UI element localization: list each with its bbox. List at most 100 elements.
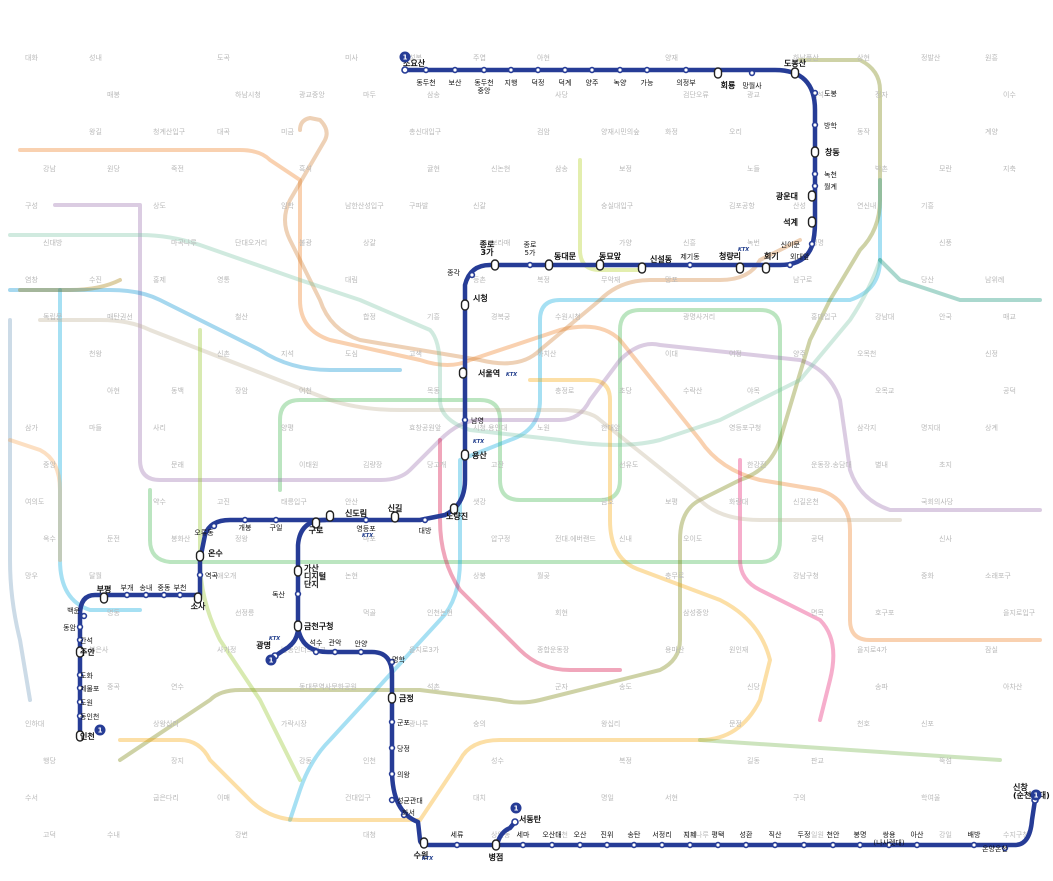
station-dongdaemun[interactable]: 동대문 (544, 251, 577, 271)
station-asan[interactable]: 아산 (911, 830, 924, 849)
station-mangwolsa[interactable]: 망월사 (742, 69, 762, 90)
station-guil[interactable]: 구일 (270, 516, 283, 532)
station-baebang[interactable]: 배방 (968, 830, 981, 849)
station-banghak[interactable]: 방학 (811, 121, 838, 130)
station-hwaseo[interactable]: 화서 (400, 808, 415, 819)
station-cheongnyangni[interactable]: 청량리 (719, 251, 745, 274)
station-seoulstn[interactable]: 서울역 (458, 367, 501, 379)
station-deokjeong[interactable]: 덕정 (532, 66, 545, 87)
station-ganeung[interactable]: 가능 (641, 66, 654, 87)
station-sindorim[interactable]: 신도림 (325, 508, 368, 522)
station-jemulpo[interactable]: 제물포 (76, 684, 100, 693)
station-yeongdeungpo[interactable]: 영등포 (356, 516, 376, 533)
station-dohwa[interactable]: 도화 (76, 671, 94, 680)
station-deokgye[interactable]: 덕계 (559, 66, 572, 87)
station-pyeongtaek[interactable]: 평택 (712, 830, 725, 849)
station-cityhall[interactable]: 시청 (460, 293, 488, 311)
station-jinwi[interactable]: 진위 (601, 830, 614, 849)
background-station-label: 신흥 (683, 238, 696, 247)
background-station-label: 학여울 (921, 793, 941, 802)
station-dangjeong[interactable]: 당정 (388, 744, 410, 753)
station-namyeong[interactable]: 남영 (461, 416, 484, 425)
station-jonggak[interactable]: 종각 (447, 269, 476, 279)
station-bupyeong[interactable]: 부평 (97, 584, 112, 604)
station-jegidong[interactable]: 제기동 (680, 252, 700, 269)
station-seojeongni[interactable]: 서정리 (652, 830, 672, 849)
station-bucheon[interactable]: 부천 (174, 583, 187, 599)
station-oryudong[interactable]: 오류동 (194, 522, 218, 537)
station-nogyang[interactable]: 녹양 (614, 66, 627, 87)
station-gaebong[interactable]: 개봉 (239, 516, 252, 532)
station-cheonan[interactable]: 천안 (827, 830, 840, 849)
station-wolgye[interactable]: 월계 (811, 182, 837, 191)
station-sema[interactable]: 세마 (517, 830, 530, 849)
station-yongsan[interactable]: 용산 (460, 449, 488, 461)
station-jije[interactable]: 지제 (684, 830, 697, 849)
station-bongmyeong[interactable]: 봉명 (854, 830, 867, 849)
station-seoksu[interactable]: 석수 (310, 638, 323, 656)
station-label: 명학 (392, 655, 405, 664)
station-uiwang[interactable]: 의왕 (388, 770, 411, 779)
station-daebang[interactable]: 대방 (419, 516, 432, 535)
station-juan[interactable]: 주안 (75, 646, 96, 658)
station-ganseok[interactable]: 간석 (76, 636, 93, 645)
station-baegun[interactable]: 백운 (67, 606, 88, 620)
station-dobongsan[interactable]: 도봉산 (784, 58, 807, 79)
station-sinimun[interactable]: 신이문 (781, 240, 816, 249)
station-songnae[interactable]: 송내 (140, 583, 153, 599)
station-seokgye[interactable]: 석계 (783, 216, 817, 228)
station-soyosan[interactable]: 소요산 (401, 58, 426, 74)
station-myeonghak[interactable]: 명학 (388, 655, 406, 666)
station-bugae[interactable]: 부개 (121, 583, 134, 599)
station-oedae[interactable]: 외대앞 (786, 252, 810, 269)
station-noryangjin[interactable]: 노량진 (446, 503, 468, 521)
station-anyang[interactable]: 안양 (355, 639, 368, 656)
station-onsu[interactable]: 온수 (195, 549, 224, 562)
station-seryu[interactable]: 세류 (451, 830, 464, 849)
station-suwon[interactable]: 수원 (414, 837, 429, 860)
station-jihaeng[interactable]: 지행 (505, 66, 518, 87)
station-onyang[interactable]: 온양온천 (982, 844, 1009, 853)
station-geumjeong[interactable]: 금정 (387, 692, 414, 704)
station-seonghwan[interactable]: 성환 (740, 830, 753, 849)
station-singil[interactable]: 신길 (388, 503, 403, 523)
station-changdong[interactable]: 창동 (810, 146, 841, 158)
station-yangju[interactable]: 양주 (586, 66, 599, 87)
station-hoegi[interactable]: 회기 (761, 251, 779, 274)
station-yeokgok[interactable]: 역곡 (196, 571, 219, 580)
station-songtan[interactable]: 송탄 (628, 830, 641, 849)
station-seodongtan[interactable]: 서동탄 (511, 814, 542, 826)
station-dongmyo[interactable]: 동묘앞 (595, 251, 622, 271)
station-guro[interactable]: 구로 (309, 517, 324, 535)
station-dujeong[interactable]: 두정 (798, 830, 811, 849)
station-jiksan[interactable]: 직산 (769, 830, 782, 849)
station-bosan[interactable]: 보산 (449, 66, 462, 87)
station-dobong[interactable]: 도봉 (811, 89, 838, 98)
station-gwanak[interactable]: 관악 (329, 638, 342, 656)
station-nokcheon[interactable]: 녹천 (811, 170, 837, 179)
station-jungdong[interactable]: 중동 (158, 584, 171, 599)
station-seonggyun[interactable]: 성균관대 (388, 796, 423, 805)
station-dongam[interactable]: 동암 (63, 623, 84, 632)
background-station-label: 강남 (43, 164, 56, 173)
station-dongincheon[interactable]: 동인천 (76, 712, 100, 721)
station-doksan[interactable]: 독산 (272, 590, 302, 599)
station-sosa[interactable]: 소사 (191, 592, 206, 611)
station-geumcheon[interactable]: 금천구청 (293, 620, 334, 632)
station-osandae[interactable]: 오산대 (542, 830, 562, 849)
station-dowon[interactable]: 도원 (76, 698, 93, 707)
station-incheon[interactable]: 인천 (75, 730, 95, 742)
station-gunpo[interactable]: 군포 (388, 718, 411, 727)
station-ssangyong[interactable]: 쌍용(나사렛대) (873, 830, 905, 849)
station-sinseoldong[interactable]: 신설동 (637, 254, 673, 274)
station-dongducheon[interactable]: 동두천 (416, 66, 436, 87)
station-osan[interactable]: 오산 (574, 830, 587, 849)
station-byeongjeom[interactable]: 병점 (489, 839, 504, 862)
station-hoeryong[interactable]: 회룡 (713, 67, 736, 90)
station-uijeongbu[interactable]: 의정부 (676, 66, 696, 87)
station-gwangundae[interactable]: 광운대 (776, 190, 817, 202)
